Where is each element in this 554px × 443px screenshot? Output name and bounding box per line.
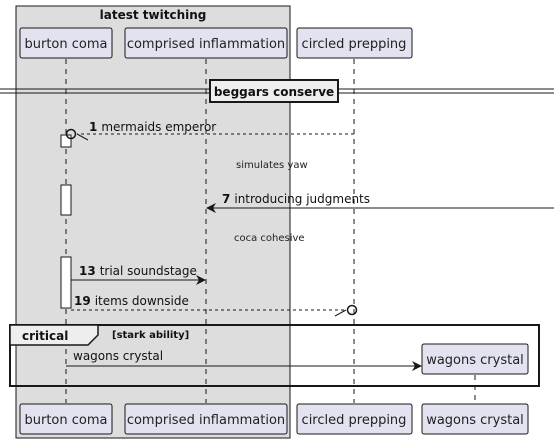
activation-bar (60, 134, 72, 148)
participant-label: comprised inflammation (127, 37, 285, 52)
participant-label: wagons crystal (426, 413, 524, 428)
activation-bars (60, 134, 72, 309)
participant-comprised-inflammation-top[interactable]: comprised inflammation (124, 27, 288, 59)
delay-label: coca cohesive (234, 233, 305, 244)
participant-circled-prepping-bottom[interactable]: circled prepping (296, 403, 413, 435)
lifelines (65, 59, 476, 403)
participant-circled-prepping-top[interactable]: circled prepping (296, 27, 413, 59)
participant-label: burton coma (25, 413, 108, 428)
participant-label: comprised inflammation (127, 413, 285, 428)
critical-fragment: critical [stark ability] (9, 324, 540, 387)
fragment-keyword: critical (22, 329, 68, 343)
fragment-condition: [stark ability] (112, 330, 189, 341)
participant-wagons-crystal-bottom[interactable]: wagons crystal (421, 403, 529, 435)
participant-label: wagons crystal (426, 353, 524, 368)
activation-bar (60, 184, 72, 216)
participant-burton-coma-top[interactable]: burton coma (19, 27, 113, 59)
participant-wagons-crystal-created[interactable]: wagons crystal (421, 343, 529, 375)
delay-label: simulates yaw (236, 160, 308, 171)
group-box: latest twitching (15, 5, 291, 439)
participant-burton-coma-bottom[interactable]: burton coma (19, 403, 113, 435)
divider-label: beggars conserve (214, 85, 334, 99)
participant-comprised-inflammation-bottom[interactable]: comprised inflammation (124, 403, 288, 435)
activation-bar (60, 256, 72, 309)
message-create-wagons-crystal: wagons crystal (66, 349, 422, 371)
participant-label: circled prepping (302, 37, 407, 52)
group-box-title: latest twitching (100, 8, 207, 22)
participant-label: burton coma (25, 37, 108, 52)
message-create-label: wagons crystal (73, 349, 163, 363)
divider: beggars conserve (0, 79, 554, 103)
delay-gaps (60, 147, 360, 184)
participant-label: circled prepping (302, 413, 407, 428)
